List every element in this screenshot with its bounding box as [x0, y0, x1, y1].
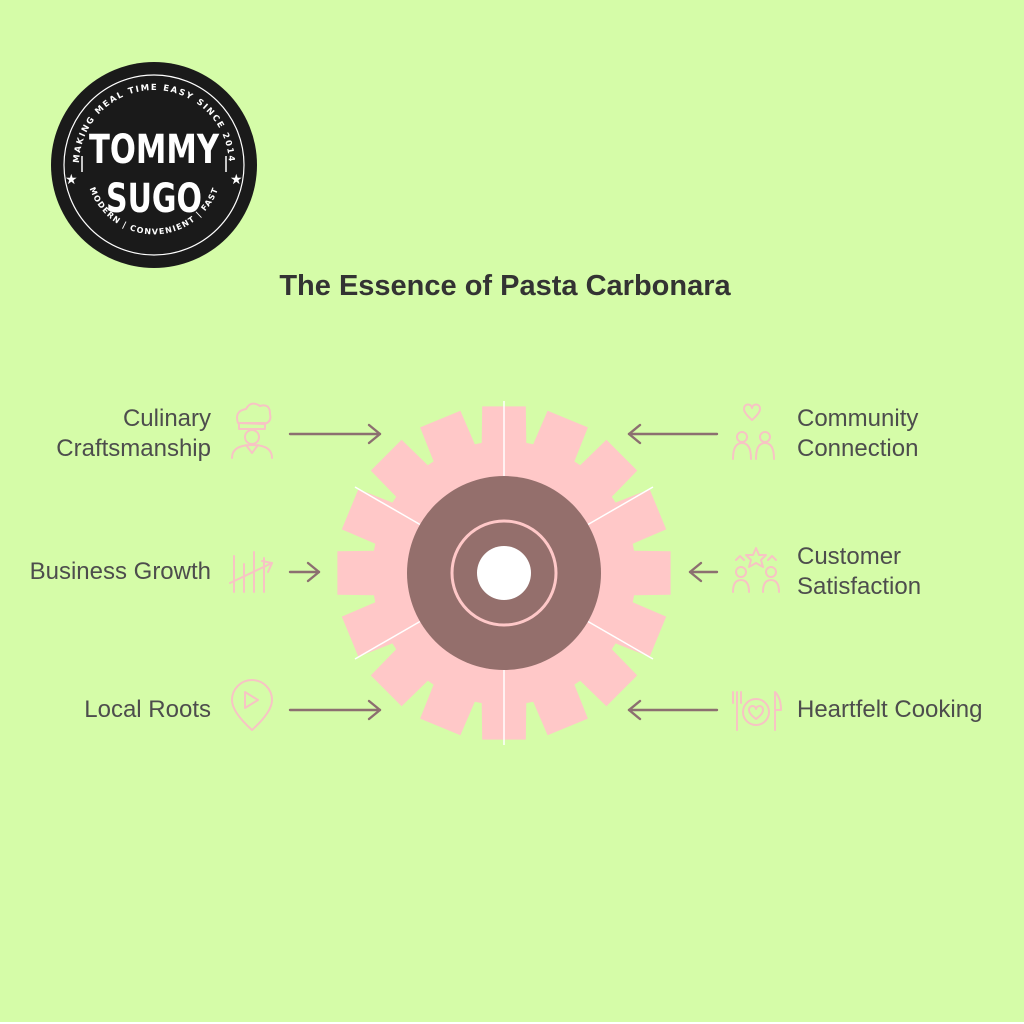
- gear-center-hole: [477, 546, 531, 600]
- chef-icon: [231, 402, 273, 459]
- logo-line2: SUGO: [106, 176, 202, 222]
- plate-heart-icon: [732, 691, 782, 731]
- diagram-title: The Essence of Pasta Carbonara: [279, 270, 731, 302]
- arrow-customer-satisfaction: [688, 561, 719, 583]
- gear-divider: [354, 620, 421, 660]
- arrow-culinary-craftsmanship: [288, 423, 382, 445]
- gear-inner-ring: [450, 519, 558, 627]
- label-heartfelt-cooking: Heartfelt Cooking: [797, 696, 983, 723]
- logo-line1: TOMMY: [89, 127, 220, 173]
- location-pin-icon: [231, 679, 273, 731]
- community-icon: [732, 403, 775, 460]
- bottom-rule: [0, 1022, 1024, 1024]
- customer-rating-icon: [732, 547, 780, 593]
- arrow-local-roots: [288, 699, 382, 721]
- gear-segment-dividers: [354, 401, 654, 745]
- tommy-sugo-logo: MAKING MEAL TIME EASY SINCE 2014 MODERN …: [51, 62, 257, 268]
- growth-chart-icon: [229, 551, 273, 593]
- arrow-business-growth: [288, 561, 321, 583]
- arrow-community-connection: [627, 423, 719, 445]
- label-business-growth: Business Growth: [29, 558, 211, 585]
- label-local-roots: Local Roots: [84, 696, 211, 723]
- gear-divider: [354, 486, 421, 526]
- logo-star-right: ★: [230, 172, 243, 188]
- gear-divider: [587, 486, 654, 526]
- gear-divider: [587, 620, 654, 660]
- arrow-heartfelt-cooking: [627, 699, 719, 721]
- logo-star-left: ★: [65, 172, 78, 188]
